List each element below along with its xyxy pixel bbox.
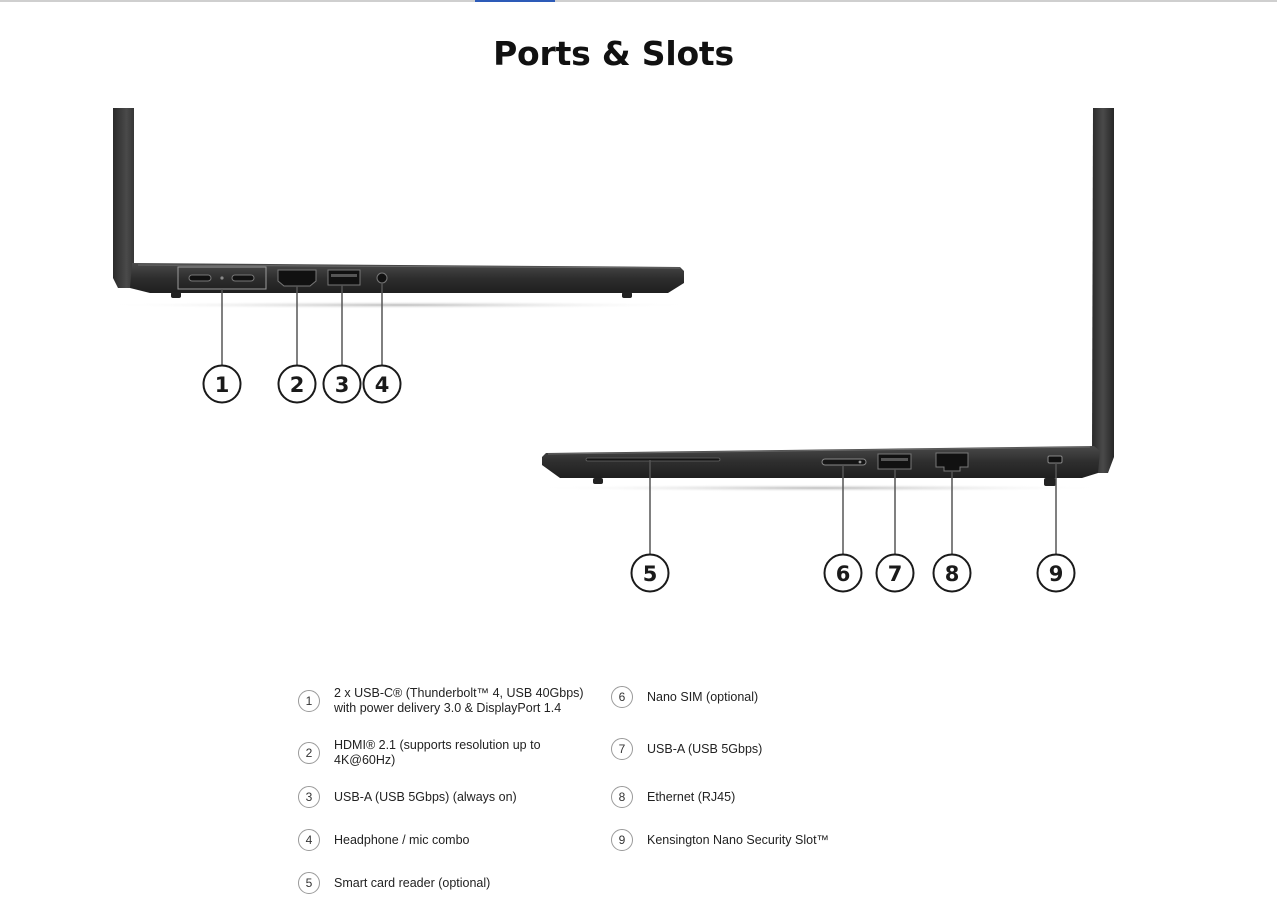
callout-circle	[322, 364, 362, 404]
legend-text: Kensington Nano Security Slot™	[647, 832, 830, 847]
right-callout-lines	[649, 460, 1057, 554]
legend-item: 8 Ethernet (RJ45)	[611, 786, 897, 808]
callout-numbers: 1 2 3 4 5 6 7 8 9	[215, 373, 1064, 586]
right-laptop-foot	[593, 478, 603, 484]
right-laptop-lid	[1092, 108, 1114, 473]
left-callout-lines	[221, 283, 383, 365]
callout-number: 4	[375, 373, 390, 397]
left-laptop-lid	[113, 108, 140, 288]
legend-number-badge: 6	[611, 686, 633, 708]
usbc-port-icon	[231, 274, 255, 282]
left-laptop-foot	[171, 292, 181, 298]
legend-number-badge: 5	[298, 872, 320, 894]
left-side-laptop	[100, 108, 700, 309]
nano-sim-slot-icon	[821, 458, 867, 466]
legend-item: 2 HDMI® 2.1 (supports resolution up to 4…	[298, 738, 584, 768]
legend-number-badge: 1	[298, 690, 320, 712]
legend-item: 1 2 x USB-C® (Thunderbolt™ 4, USB 40Gbps…	[298, 686, 584, 716]
legend-item: 6 Nano SIM (optional)	[611, 686, 897, 708]
laptop-side-views: 1 2 3 4 5 6 7 8 9	[100, 108, 1114, 593]
smart-card-slot-icon	[585, 457, 721, 462]
callout-number: 8	[945, 562, 960, 586]
callout-circle	[875, 553, 915, 593]
left-laptop-shadow	[100, 301, 700, 309]
legend-number-badge: 2	[298, 742, 320, 764]
callout-circle	[277, 364, 317, 404]
status-led-icon	[220, 276, 224, 280]
right-laptop-foot	[1044, 478, 1056, 486]
callout-number: 6	[836, 562, 851, 586]
legend-text: USB-A (USB 5Gbps) (always on)	[334, 789, 517, 804]
callout-number: 9	[1049, 562, 1064, 586]
callout-circle	[932, 553, 972, 593]
legend-text: Smart card reader (optional)	[334, 875, 491, 890]
legend-text: Ethernet (RJ45)	[647, 789, 736, 804]
callout-number: 3	[335, 373, 350, 397]
callout-circle	[202, 364, 242, 404]
headphone-jack-icon	[376, 272, 388, 284]
callout-circle	[1036, 553, 1076, 593]
legend-number-badge: 7	[611, 738, 633, 760]
callout-number: 1	[215, 373, 230, 397]
legend-number-badge: 3	[298, 786, 320, 808]
top-divider	[0, 0, 1277, 2]
active-tab-indicator	[475, 0, 555, 2]
usbc-port-icon	[188, 274, 212, 282]
right-laptop-shadow	[530, 484, 1110, 492]
ports-diagram: 1 2 3 4 5 6 7 8 9	[0, 95, 1277, 615]
legend-item: 9 Kensington Nano Security Slot™	[611, 829, 897, 851]
callout-circle	[362, 364, 402, 404]
legend-number-badge: 9	[611, 829, 633, 851]
legend-item: 4 Headphone / mic combo	[298, 829, 584, 851]
ethernet-port-icon	[935, 452, 969, 472]
usba-port-icon	[877, 453, 912, 470]
right-side-laptop	[530, 108, 1114, 492]
ports-legend: 1 2 x USB-C® (Thunderbolt™ 4, USB 40Gbps…	[298, 680, 998, 910]
legend-item: 5 Smart card reader (optional)	[298, 872, 584, 894]
legend-text: 2 x USB-C® (Thunderbolt™ 4, USB 40Gbps) …	[334, 686, 584, 715]
callout-circles	[202, 364, 1076, 593]
legend-number-badge: 8	[611, 786, 633, 808]
callout-number: 7	[888, 562, 903, 586]
callout-circle	[823, 553, 863, 593]
legend-text: Headphone / mic combo	[334, 832, 470, 847]
legend-text: Nano SIM (optional)	[647, 689, 759, 704]
hdmi-port-icon	[277, 269, 317, 287]
legend-number-badge: 4	[298, 829, 320, 851]
legend-item: 7 USB-A (USB 5Gbps)	[611, 738, 897, 760]
usba-port-icon	[327, 269, 361, 286]
legend-text: HDMI® 2.1 (supports resolution up to 4K@…	[334, 738, 541, 767]
left-laptop-foot	[622, 292, 632, 298]
left-laptop-base	[130, 263, 684, 293]
legend-text: USB-A (USB 5Gbps)	[647, 741, 763, 756]
callout-circle	[630, 553, 670, 593]
legend-item: 3 USB-A (USB 5Gbps) (always on)	[298, 786, 584, 808]
page-title: Ports & Slots	[493, 34, 734, 73]
callout-number: 2	[290, 373, 305, 397]
callout-number: 5	[643, 562, 658, 586]
security-slot-icon	[1047, 455, 1063, 464]
